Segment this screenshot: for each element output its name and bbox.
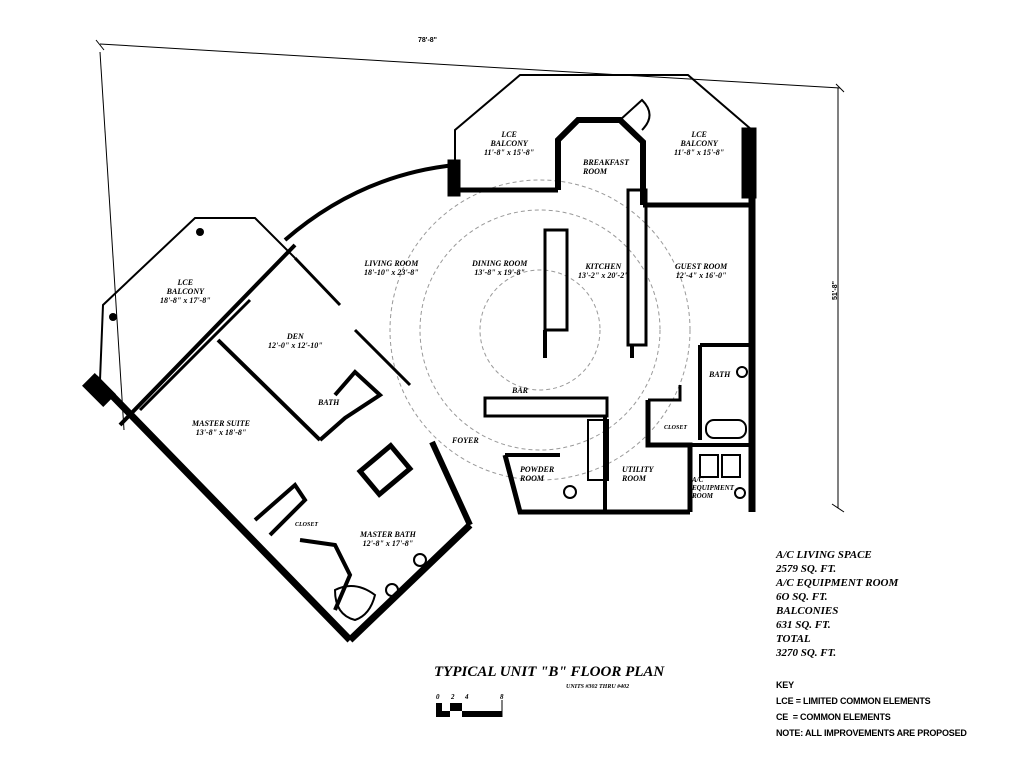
area-summary: A/C LIVING SPACE 2579 SQ. FT. A/C EQUIPM…	[776, 548, 898, 660]
scale-tick: 8	[500, 693, 504, 701]
room-label-master-closet: CLOSET	[295, 522, 319, 528]
room-label-guest-closet: CLOSET	[664, 425, 688, 431]
scale-tick: 4	[464, 693, 469, 701]
area-line: TOTAL	[776, 633, 811, 645]
dimension-lines	[95, 39, 845, 513]
room-label-bar: BAR	[512, 386, 529, 395]
area-line: A/C EQUIPMENT ROOM	[776, 577, 899, 589]
area-line: 6O SQ. FT.	[776, 591, 828, 603]
column-marker	[109, 313, 117, 321]
overall-depth-dimension: 51'-8"	[832, 281, 839, 300]
overall-width-dimension: 78'-8"	[418, 37, 437, 44]
scale-bar	[436, 700, 503, 717]
key-item: LCE = LIMITED COMMON ELEMENTS	[776, 696, 931, 706]
area-line: BALCONIES	[776, 605, 839, 617]
area-line: 631 SQ. FT.	[776, 619, 831, 631]
room-label-guest-bath: BATH	[709, 370, 731, 379]
key-item: NOTE: ALL IMPROVEMENTS ARE PROPOSED	[776, 728, 967, 738]
area-line: A/C LIVING SPACE	[776, 549, 872, 561]
room-label-den-bath: BATH	[318, 398, 340, 407]
legend-key: KEY LCE = LIMITED COMMON ELEMENTS CE = C…	[776, 677, 967, 741]
area-line: 2579 SQ. FT.	[776, 563, 837, 575]
walls	[82, 74, 757, 643]
column-marker	[196, 228, 204, 236]
area-line: 3270 SQ. FT.	[776, 647, 837, 659]
key-item: CE = COMMON ELEMENTS	[776, 712, 891, 722]
scale-tick: 0	[436, 693, 440, 701]
scale-tick: 2	[450, 693, 455, 701]
watermark-seal	[389, 179, 691, 481]
plan-subtitle: UNITS #302 THRU #402	[566, 684, 630, 690]
key-heading: KEY	[776, 680, 794, 690]
room-label-foyer: FOYER	[452, 436, 479, 445]
plan-title: TYPICAL UNIT "B" FLOOR PLAN	[434, 664, 665, 680]
